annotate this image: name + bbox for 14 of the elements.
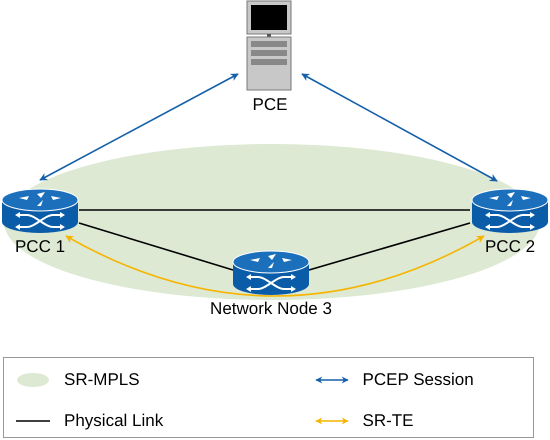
legend-label: PCEP Session: [362, 369, 474, 392]
connector-line: [39, 73, 239, 181]
connector-line: [65, 235, 485, 297]
legend-label: SR-MPLS: [64, 369, 140, 392]
legend-label: Physical Link: [64, 410, 164, 432]
connector-line: [78, 222, 234, 271]
node-label: PCC 2: [484, 236, 536, 258]
connector-line: [301, 73, 498, 182]
connector-line: [308, 222, 470, 271]
connector-line: [79, 209, 470, 211]
legend-label: SR-TE: [362, 410, 414, 432]
node-label: PCE: [252, 94, 288, 116]
node-label: PCC 1: [14, 236, 66, 258]
node-label: Network Node 3: [210, 298, 332, 320]
